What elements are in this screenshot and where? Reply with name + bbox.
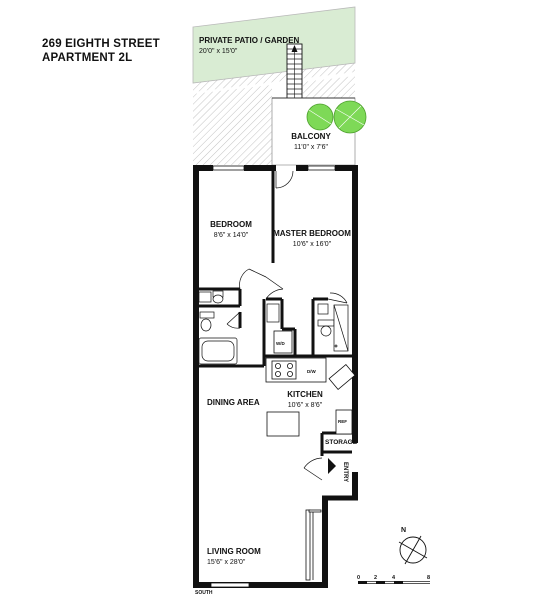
scale-tick-0: 0 — [357, 575, 360, 581]
refrigerator — [335, 409, 353, 435]
toilet-icon — [198, 291, 212, 303]
scale-tick-2: 2 — [374, 575, 377, 581]
washer-dryer-label: W/D — [276, 341, 285, 346]
hatched-ground-lower — [193, 85, 272, 165]
kitchen-island — [266, 411, 300, 437]
hatched-ground-upper — [193, 63, 355, 92]
patio-dims: 20'0" x 15'0" — [199, 48, 238, 55]
patio-area — [192, 6, 356, 165]
stove-icon — [271, 360, 297, 380]
exterior-staircase — [286, 43, 303, 111]
scale-tick-8: 8 — [427, 575, 430, 581]
balcony-door — [275, 170, 294, 189]
dishwasher-label: D/W — [307, 369, 317, 374]
entry-arrow-icon — [328, 458, 336, 474]
patio-name: PRIVATE PATIO / GARDEN — [199, 36, 300, 45]
kitchen-dims: 10'6" x 8'6" — [288, 402, 323, 409]
kitchen-name: KITCHEN — [287, 390, 323, 399]
north-label: N — [401, 527, 406, 534]
refrigerator-label: REF — [338, 419, 347, 424]
master-bedroom-name: MASTER BEDROOM — [273, 229, 351, 238]
entry-label: ENTRY — [342, 462, 348, 482]
balcony-name: BALCONY — [291, 132, 331, 141]
tree-icon — [306, 100, 367, 134]
master-bedroom-dims: 10'6" x 16'0" — [293, 241, 332, 248]
windows — [210, 165, 336, 588]
south-label: SOUTH — [195, 590, 213, 596]
dining-area-name: DINING AREA — [207, 398, 260, 407]
apartment-title: APARTMENT 2L — [42, 52, 133, 64]
scale-tick-4: 4 — [392, 575, 396, 581]
hatched-ground-right — [303, 76, 355, 102]
door-swings — [226, 268, 348, 481]
balcony-dims: 11'0" x 7'6" — [294, 144, 328, 151]
kitchen-counter — [265, 357, 356, 437]
bathroom-fixtures-left — [198, 290, 238, 365]
scale-bar — [358, 581, 430, 584]
bedroom-dims: 8'6" x 14'0" — [214, 232, 249, 239]
bathroom-fixtures-right — [266, 303, 349, 352]
storage-label: STORAGE — [325, 439, 358, 446]
living-room-name: LIVING ROOM — [207, 547, 261, 556]
bedroom-name: BEDROOM — [210, 220, 252, 229]
address-title: 269 EIGHTH STREET — [42, 38, 160, 50]
living-room-dims: 15'6" x 28'0" — [207, 559, 246, 566]
washer-dryer — [273, 330, 293, 354]
compass-icon — [398, 535, 428, 565]
